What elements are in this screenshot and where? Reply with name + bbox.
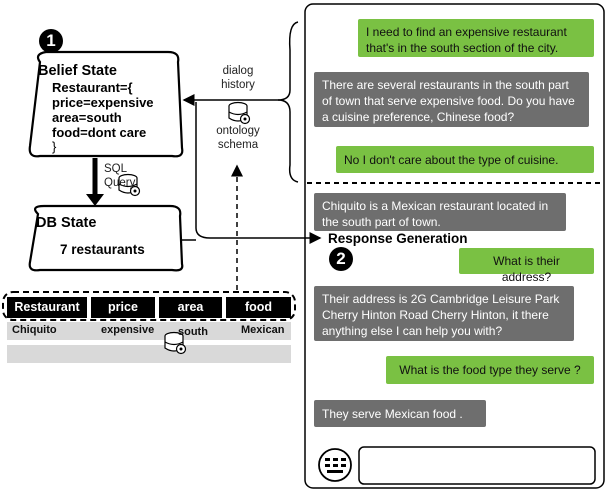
chat-message-system: Their address is 2G Cambridge Leisure Pa… — [314, 286, 574, 341]
chat-message-user: I need to find an expensive restaurant t… — [358, 19, 594, 57]
belief-line: Restaurant={ — [52, 80, 133, 95]
table-cell-restaurant: Chiquito — [12, 324, 57, 336]
step-marker-2: 2 — [329, 247, 353, 271]
db-state-cloud — [28, 204, 184, 272]
belief-line: area=south — [52, 110, 122, 125]
table-header-area: area — [159, 297, 222, 318]
table-header-food: food — [226, 297, 291, 318]
step-marker-1: 1 — [39, 29, 63, 53]
database-gear-icon — [164, 331, 187, 355]
dialog-history-brace — [277, 21, 299, 101]
chat-message-user: No I don't care about the type of cuisin… — [336, 146, 594, 173]
response-generation-label: Response Generation — [328, 231, 468, 246]
db-state-count: 7 restaurants — [60, 242, 145, 257]
table-cell-food: Mexican — [241, 324, 285, 336]
table-cell-price: expensive — [101, 324, 155, 336]
belief-line: } — [52, 139, 57, 154]
chat-message-system: They serve Mexican food . — [314, 400, 486, 427]
ontology-schema-label: ontology schema — [216, 125, 260, 151]
belief-line: food=dont care — [52, 125, 147, 140]
chat-input-field[interactable] — [362, 450, 594, 482]
belief-state-cloud — [28, 50, 184, 158]
belief-state-title: Belief State — [38, 63, 117, 79]
sql-query-label: SQL Query — [104, 163, 136, 189]
belief-line: price=expensive — [52, 95, 154, 110]
table-header-price: price — [91, 297, 155, 318]
database-gear-icon — [118, 173, 141, 197]
keyboard-button[interactable] — [319, 449, 351, 481]
chat-message-user: What is the food type they serve ? — [386, 356, 594, 384]
database-gear-icon — [228, 101, 251, 125]
chat-message-system: There are several restaurants in the sou… — [314, 72, 589, 127]
db-state-title: DB State — [36, 215, 97, 231]
chat-message-system: Chiquito is a Mexican restaurant located… — [314, 193, 566, 231]
history-to-response-line — [195, 102, 322, 244]
chat-message-user: What is their address? — [459, 248, 594, 284]
table-dashed-frame — [2, 291, 296, 321]
table-header-restaurant: Restaurant — [7, 297, 87, 318]
dialog-history-label: dialog history — [221, 65, 255, 91]
keyboard-keys — [325, 458, 346, 473]
table-cell-area: south — [178, 326, 208, 338]
